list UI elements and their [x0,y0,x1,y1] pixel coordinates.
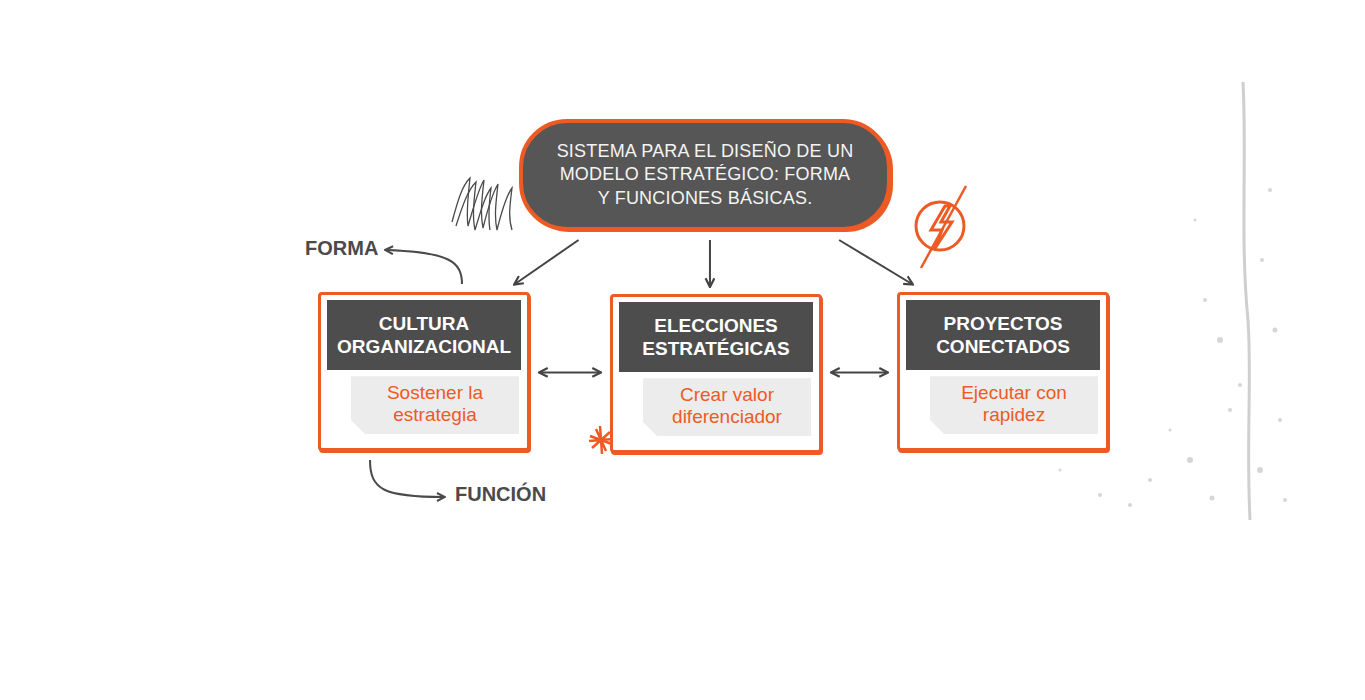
connector-arrow [515,240,579,284]
concept-card: ELECCIONES ESTRATÉGICAS Crear valor difer… [610,294,822,453]
concept-card: CULTURA ORGANIZACIONAL Sostener la estrat… [318,292,530,451]
side-label: FORMA [305,237,378,260]
connector-arrow [540,371,600,373]
connector-arrow [709,240,711,286]
connector-arrow [839,240,912,284]
concept-card: PROYECTOS CONECTADOS Ejecutar con rapidez [897,292,1109,451]
card-heading: ELECCIONES ESTRATÉGICAS [619,302,813,372]
connector-arrow [832,371,887,373]
title-pill: SISTEMA PARA EL DISEÑO DE UN MODELO ESTR… [519,119,891,231]
leader-arrow [370,460,444,497]
leader-arrow [386,250,462,284]
side-label: FUNCIÓN [455,483,546,506]
title-text: SISTEMA PARA EL DISEÑO DE UN MODELO ESTR… [555,140,855,210]
scribble [452,178,512,230]
card-tagline: Ejecutar con rapidez [930,376,1098,434]
card-heading: CULTURA ORGANIZACIONAL [327,300,521,370]
card-tagline: Sostener la estrategia [351,376,519,434]
lightning-icon [916,186,966,268]
card-heading: PROYECTOS CONECTADOS [906,300,1100,370]
card-tagline: Crear valor diferenciador [643,378,811,436]
